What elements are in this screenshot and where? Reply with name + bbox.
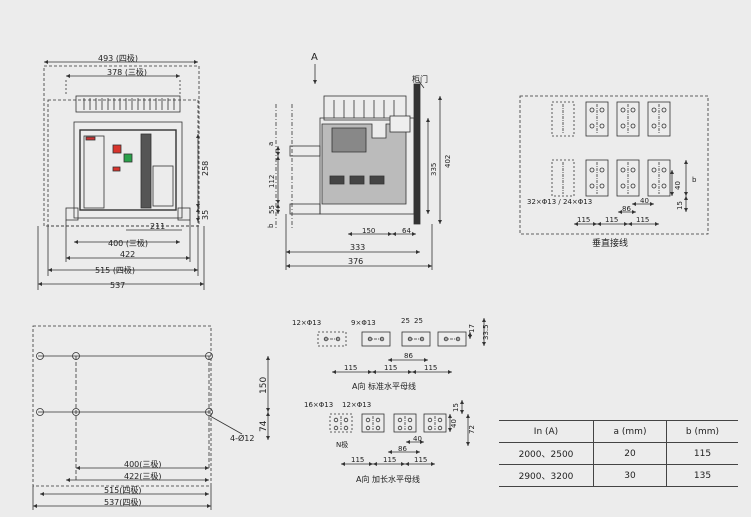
side-dim-402: 402 (444, 155, 452, 168)
side-view (275, 64, 442, 270)
spec-header-in: In (A) (499, 420, 594, 443)
wiring-caption: 垂直接线 (592, 237, 628, 249)
wiring-holes-label: 32×Φ13 / 24×Φ13 (527, 198, 592, 206)
std-dim-17: 17 (468, 324, 476, 333)
side-dim-a: a (267, 142, 275, 146)
std-holes-12: 12×Φ13 (292, 319, 321, 327)
front-dim-400: 400 (三极) (108, 238, 148, 248)
std-dim-86: 86 (404, 352, 413, 360)
plate-holes-label: 4-Ø12 (230, 433, 254, 443)
side-dim-112: 112 (268, 175, 276, 188)
side-dim-b: b (267, 223, 275, 228)
spec-cell-b: 135 (666, 464, 738, 487)
wiring-dim-40a: 40 (640, 197, 649, 205)
vertical-wiring-view (519, 95, 709, 235)
spec-header-a: a (mm) (593, 420, 667, 443)
std-dim-115a: 115 (344, 364, 357, 372)
mounting-plate-view (32, 325, 270, 510)
front-view (37, 60, 205, 290)
spec-table-header-row: In (A) a (mm) b (mm) (499, 420, 738, 443)
spec-header-b: b (mm) (666, 420, 738, 443)
side-dim-150: 150 (362, 227, 375, 235)
plate-dim-515: 515(四极) (104, 485, 142, 495)
plate-dim-422: 422(三极) (124, 471, 162, 481)
front-dim-537: 537 (110, 281, 125, 290)
std-dim-115c: 115 (424, 364, 437, 372)
side-arrow-label: A (311, 52, 318, 63)
std-dim-25a: 25 (401, 317, 410, 325)
front-dim-258: 258 (201, 161, 210, 176)
wiring-dim-86: 86 (622, 205, 631, 213)
spec-table: In (A) a (mm) b (mm) 2000、2500 20 115 29… (499, 420, 738, 487)
wiring-row-bottom (551, 159, 671, 197)
ext-holes-16: 16×Φ13 (304, 401, 333, 409)
ext-dim-115c: 115 (414, 456, 427, 464)
front-dim-515: 515 (四极) (95, 265, 135, 275)
std-dim-25b: 25 (414, 317, 423, 325)
ext-caption: A向 加长水平母线 (356, 474, 420, 484)
front-dim-211: 211 (150, 222, 165, 231)
table-row: 2000、2500 20 115 (499, 442, 738, 465)
ext-dim-115a: 115 (351, 456, 364, 464)
front-dim-422: 422 (120, 250, 135, 259)
front-dim-378: 378 (三极) (107, 67, 147, 77)
wiring-row-top (551, 101, 671, 137)
ext-dim-72: 72 (468, 425, 476, 434)
ext-holes-12: 12×Φ13 (342, 401, 371, 409)
std-holes-9: 9×Φ13 (351, 319, 376, 327)
ext-dim-40b: 40 (450, 419, 458, 428)
table-row: 2900、3200 30 135 (499, 464, 738, 487)
ext-dim-86: 86 (398, 445, 407, 453)
side-dim-333: 333 (350, 243, 365, 252)
plate-dim-150: 150 (259, 377, 269, 394)
wiring-dim-115b: 115 (605, 216, 618, 224)
wiring-dim-b: b (692, 176, 697, 184)
spec-cell-b: 115 (666, 442, 738, 465)
ext-dim-40a: 40 (413, 435, 422, 443)
front-dim-35: 35 (201, 210, 210, 220)
plate-dim-74: 74 (259, 420, 269, 432)
spec-cell-a: 30 (593, 464, 667, 487)
ext-n-pole: N极 (336, 440, 348, 449)
busbar-extended-view (329, 400, 470, 466)
side-dim-55: 55 (268, 205, 276, 214)
side-dim-376: 376 (348, 257, 363, 266)
std-dim-33-5: 33.5 (482, 324, 490, 340)
wiring-dim-15: 15 (676, 201, 684, 210)
plate-dim-400: 400(三极) (124, 459, 162, 469)
ext-dim-115b: 115 (383, 456, 396, 464)
wiring-dim-40b: 40 (674, 181, 682, 190)
side-door-label: 柜门 (412, 74, 428, 84)
front-dim-493: 493 (四极) (98, 53, 138, 63)
spec-cell-a: 20 (593, 442, 667, 465)
plate-dim-537: 537(四极) (104, 497, 142, 507)
wiring-dim-115c: 115 (636, 216, 649, 224)
busbar-standard-view (317, 318, 486, 374)
std-dim-115b: 115 (384, 364, 397, 372)
wiring-dim-115a: 115 (577, 216, 590, 224)
std-caption: A向 标准水平母线 (352, 381, 416, 391)
spec-cell-in: 2900、3200 (499, 464, 594, 487)
side-dim-64: 64 (402, 227, 411, 235)
ext-dim-15: 15 (452, 403, 460, 412)
side-dim-335: 335 (430, 163, 438, 176)
spec-cell-in: 2000、2500 (499, 442, 594, 465)
